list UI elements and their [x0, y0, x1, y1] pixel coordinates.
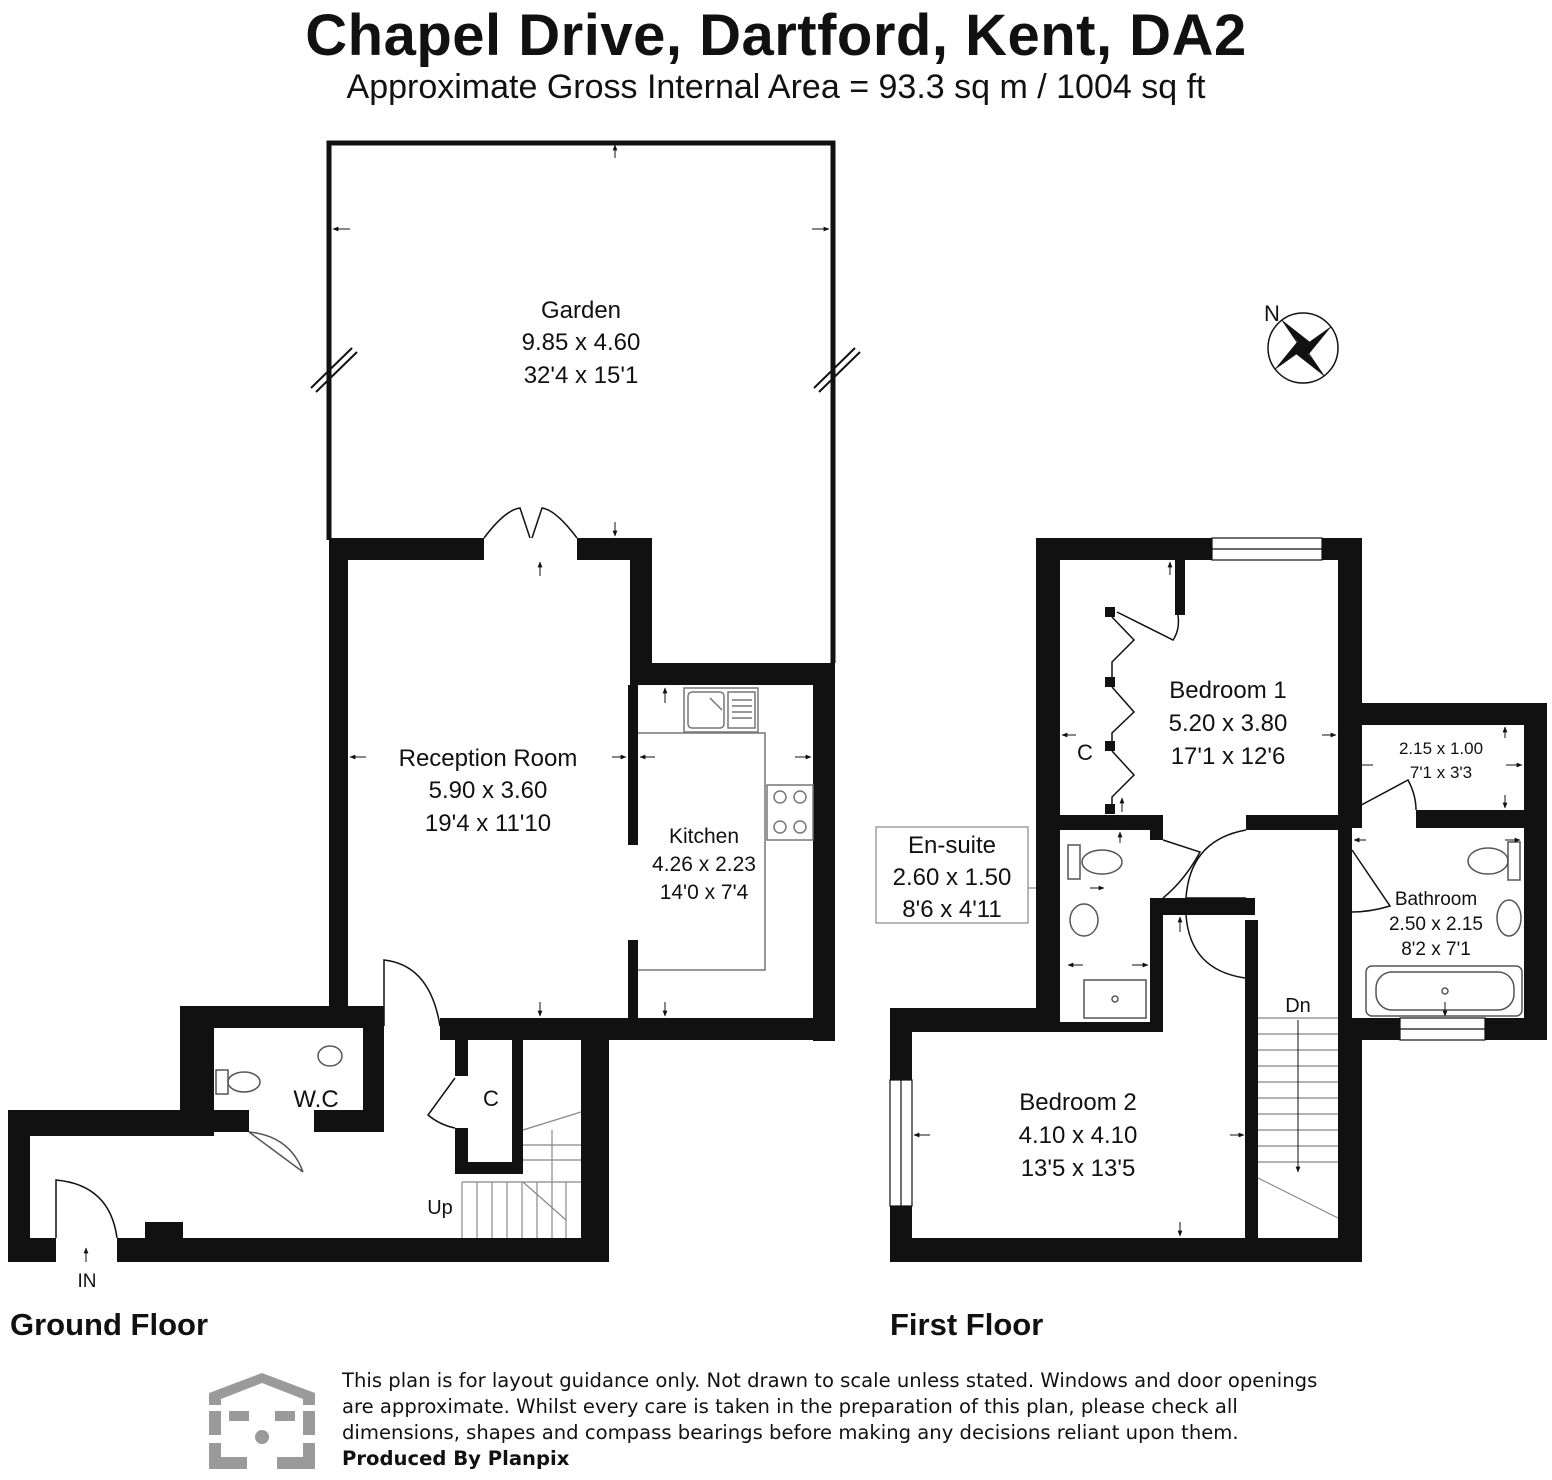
svg-text:2.60 x 1.50: 2.60 x 1.50 — [893, 864, 1012, 891]
compass-north-label: N — [1264, 301, 1280, 326]
first-cupboard-label: C — [1077, 740, 1093, 765]
svg-text:Bedroom 1: Bedroom 1 — [1169, 677, 1286, 704]
bedroom1-wardrobe — [1111, 611, 1180, 804]
first-dimension-arrows — [913, 561, 1523, 1237]
ensuite-label: En-suite 2.60 x 1.50 8'6 x 4'11 — [893, 832, 1012, 923]
gross-internal-area: Approximate Gross Internal Area = 93.3 s… — [346, 68, 1206, 106]
svg-text:5.20 x 3.80: 5.20 x 3.80 — [1169, 710, 1288, 737]
first-floor-label: First Floor — [890, 1307, 1044, 1342]
kitchen-fixtures — [638, 687, 814, 971]
compass-rose-icon — [1267, 312, 1339, 384]
svg-text:4.10 x 4.10: 4.10 x 4.10 — [1019, 1122, 1138, 1149]
svg-text:14'0 x 7'4: 14'0 x 7'4 — [660, 881, 749, 904]
svg-text:Garden: Garden — [541, 297, 621, 324]
disclaimer-line: This plan is for layout guidance only. N… — [342, 1369, 1318, 1392]
reception-patio-doors — [483, 507, 578, 539]
ensuite-callout — [875, 826, 1036, 924]
stairs-down-label: Dn — [1285, 995, 1311, 1017]
disclaimer-text: This plan is for layout guidance only. N… — [342, 1368, 1442, 1472]
garden-break-marks — [310, 347, 861, 393]
ground-floor-label: Ground Floor — [10, 1307, 209, 1342]
entrance-label: IN — [78, 1271, 97, 1292]
disclaimer-line: dimensions, shapes and compass bearings … — [342, 1421, 1239, 1444]
svg-text:17'1 x 12'6: 17'1 x 12'6 — [1171, 743, 1286, 770]
reception-room-label: Reception Room 5.90 x 3.60 19'4 x 11'10 — [399, 745, 578, 837]
ground-floor-doors — [55, 959, 456, 1239]
garden-label: Garden 9.85 x 4.60 32'4 x 15'1 — [522, 297, 641, 389]
svg-text:Kitchen: Kitchen — [669, 825, 739, 848]
first-floor-doors — [1162, 778, 1417, 979]
svg-text:9.85 x 4.60: 9.85 x 4.60 — [522, 329, 641, 356]
svg-text:5.90 x 3.60: 5.90 x 3.60 — [429, 777, 548, 804]
svg-text:Bedroom 2: Bedroom 2 — [1019, 1089, 1136, 1116]
svg-text:19'4 x 11'10: 19'4 x 11'10 — [425, 810, 551, 837]
garden-boundary — [326, 140, 836, 663]
ground-floor-stairs — [461, 1111, 582, 1238]
svg-text:2.50 x 2.15: 2.50 x 2.15 — [1389, 914, 1483, 935]
bathroom-label: Bathroom 2.50 x 2.15 8'2 x 7'1 — [1389, 889, 1483, 960]
stairs-up-label: Up — [427, 1197, 453, 1219]
plan-title: Chapel Drive, Dartford, Kent, DA2 — [305, 3, 1247, 68]
ground-floor-walls — [8, 538, 835, 1262]
first-floor-walls — [890, 538, 1547, 1262]
bedroom1-label: Bedroom 1 5.20 x 3.80 17'1 x 12'6 — [1169, 677, 1288, 770]
bedroom2-label: Bedroom 2 4.10 x 4.10 13'5 x 13'5 — [1019, 1089, 1138, 1182]
kitchen-label: Kitchen 4.26 x 2.23 14'0 x 7'4 — [652, 825, 756, 904]
svg-text:2.15 x 1.00: 2.15 x 1.00 — [1399, 739, 1483, 758]
small-room-label: 2.15 x 1.00 7'1 x 3'3 — [1399, 739, 1483, 782]
svg-text:32'4 x 15'1: 32'4 x 15'1 — [524, 362, 639, 389]
ground-dimension-arrows — [83, 144, 830, 1262]
wc-fixtures — [215, 1045, 343, 1173]
first-floor-windows — [889, 537, 1486, 1207]
planpix-logo-icon — [209, 1373, 315, 1469]
svg-text:8'6 x 4'11: 8'6 x 4'11 — [902, 896, 1001, 923]
svg-text:13'5 x 13'5: 13'5 x 13'5 — [1021, 1155, 1136, 1182]
svg-text:En-suite: En-suite — [908, 832, 996, 859]
disclaimer-line: are approximate. Whilst every care is ta… — [342, 1395, 1238, 1418]
svg-text:7'1 x 3'3: 7'1 x 3'3 — [1410, 763, 1472, 782]
ground-cupboard-label: C — [483, 1086, 499, 1111]
wc-label: W.C — [293, 1086, 338, 1113]
svg-text:8'2 x 7'1: 8'2 x 7'1 — [1401, 939, 1471, 960]
svg-text:Bathroom: Bathroom — [1395, 889, 1477, 910]
producer-credit: Produced By Planpix — [342, 1447, 570, 1470]
svg-text:4.26 x 2.23: 4.26 x 2.23 — [652, 853, 756, 876]
svg-text:Reception Room: Reception Room — [399, 745, 578, 772]
